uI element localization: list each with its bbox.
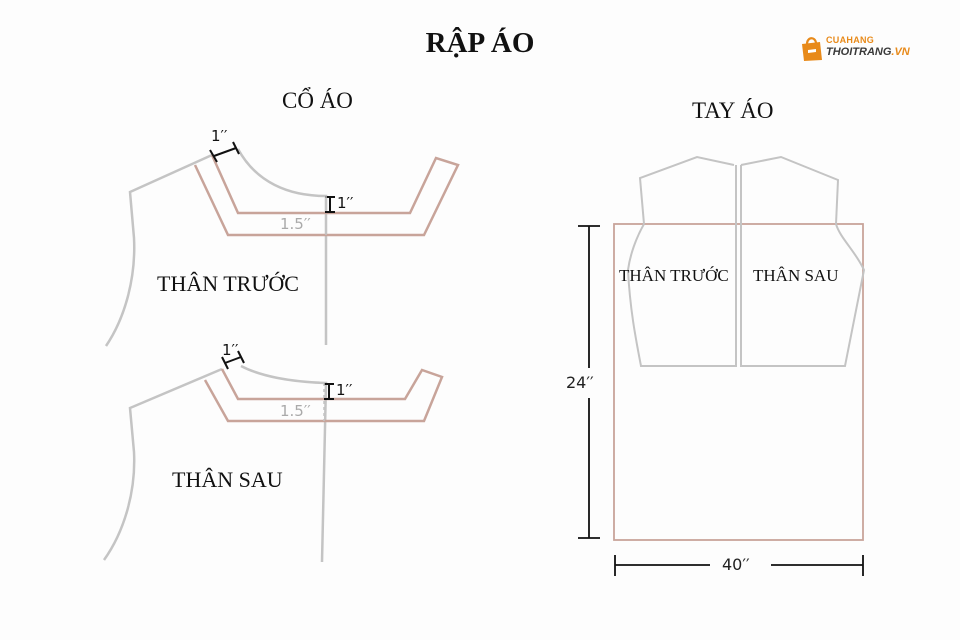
sleeve-front-label: THÂN TRƯỚC [619,266,729,285]
brand-logo: CUAHANG THOITRANG.VN [798,33,938,67]
logo-top-text: CUAHANG [826,35,875,45]
logo-bottom-main: THOITRANG [826,46,892,58]
sleeve-height-dimension [578,225,600,539]
back-body-outline [102,364,328,563]
sleeve-width-label: 40′′ [722,555,750,574]
back-body-label: THÂN SAU [172,467,283,492]
back-collar-pattern [203,368,444,423]
sleeve-width-dimension [614,555,864,576]
back-width-dim: 1.5′′ [280,402,311,420]
shopping-bag-icon [802,37,822,61]
sleeve-height-label: 24′′ [566,373,594,392]
collar-heading: CỔ ÁO [282,88,353,113]
back-drop-dim: 1′′ [336,381,353,399]
sleeve-top-outline [626,155,866,367]
front-body-label: THÂN TRƯỚC [157,271,299,296]
back-seam-dim: 1′′ [222,341,239,359]
page-title: RẬP ÁO [425,27,535,59]
front-body-outline [104,148,328,347]
front-collar-pattern [193,154,460,237]
sleeve-back-label: THÂN SAU [753,266,839,285]
logo-bottom-accent: .VN [891,46,910,58]
front-dimension-marks [209,141,335,213]
front-drop-dim: 1′′ [337,194,354,212]
back-dimension-marks [221,350,334,400]
sleeve-heading: TAY ÁO [692,98,774,123]
logo-bottom-text: THOITRANG.VN [826,46,910,58]
sleeve-rectangle [613,223,864,541]
front-width-dim: 1.5′′ [280,215,311,233]
front-seam-dim: 1′′ [211,127,228,145]
